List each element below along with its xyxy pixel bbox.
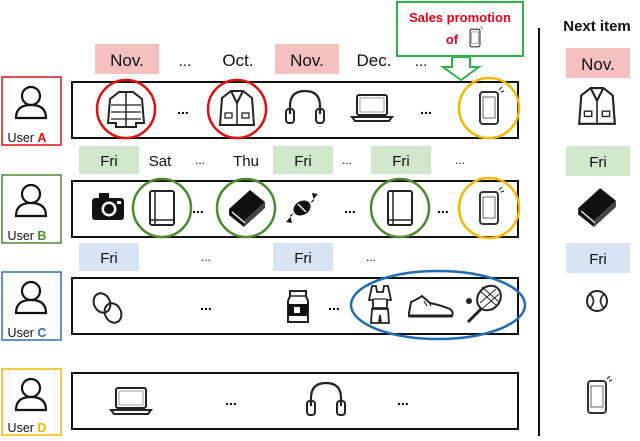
day-label: Fri [392, 153, 410, 170]
ellipsis: ... [328, 297, 340, 313]
day-labels-row-b: Fri Sat ... Thu Fri ... Fri ... [79, 146, 465, 174]
ellipsis: ... [437, 200, 449, 216]
user-d-label: User D [8, 421, 47, 435]
ellipsis: ... [455, 153, 465, 167]
month-labels-row-a: Nov. ... Oct. Nov. Dec. ... [95, 44, 427, 74]
next-item-header: Next item [563, 18, 631, 35]
day-label: Fri [100, 250, 118, 267]
highlight-circle [95, 78, 157, 140]
ellipsis: ... [342, 153, 352, 167]
user-d-row: User D ... ... [1, 368, 519, 436]
month-badge [95, 44, 159, 74]
month-label: Nov. [110, 51, 144, 70]
day-label: Fri [294, 153, 312, 170]
day-label: Fri [100, 153, 118, 170]
highlight-circle [131, 177, 193, 239]
user-c-frame [1, 271, 62, 341]
ellipsis: ... [177, 101, 189, 117]
promotion-line1: Sales promotion [409, 10, 511, 25]
sales-promotion-callout: Sales promotion of [396, 1, 524, 82]
highlight-ellipse [349, 269, 527, 341]
month-label: Nov. [290, 51, 324, 70]
user-c-row: User C ... ... [1, 269, 527, 341]
month-badge [566, 48, 630, 78]
sequence-box [71, 81, 519, 139]
month-label: Oct. [222, 51, 253, 70]
ellipsis: ... [397, 392, 409, 408]
month-badge [275, 44, 339, 74]
user-a-frame [1, 76, 62, 146]
ellipsis: ... [179, 53, 192, 70]
user-b-row: User B ... ... ... [1, 174, 521, 244]
day-label: Thu [233, 153, 259, 170]
day-badge [566, 243, 630, 273]
user-a-label: User A [8, 131, 47, 145]
day-badge [79, 243, 139, 271]
day-label: Fri [294, 250, 312, 267]
day-badge [273, 146, 333, 174]
user-b-frame [1, 174, 62, 244]
month-label: Dec. [357, 51, 392, 70]
promotion-arrow [439, 56, 483, 82]
ellipsis: ... [192, 200, 204, 216]
ellipsis: ... [344, 200, 356, 216]
ellipsis: ... [420, 101, 432, 117]
day-badge [371, 146, 431, 174]
day-label: Sat [149, 153, 172, 170]
highlight-circle [215, 177, 277, 239]
user-c-label: User C [8, 326, 47, 340]
sequence-box [71, 372, 519, 430]
ellipsis: ... [366, 250, 376, 264]
promotion-line2: of [446, 32, 459, 47]
ellipsis: ... [415, 53, 428, 70]
ellipsis: ... [200, 297, 212, 313]
user-a-row: User A ... ... [1, 76, 521, 146]
day-labels-row-c: Fri ... Fri ... [79, 243, 376, 271]
highlight-circle [457, 176, 521, 240]
day-label: Fri [589, 251, 607, 268]
ellipsis: ... [195, 153, 205, 167]
day-badge [566, 146, 630, 176]
user-b-label: User B [8, 229, 47, 243]
month-label: Nov. [581, 55, 615, 74]
highlight-circle [369, 177, 431, 239]
coat-icon [578, 87, 616, 125]
tennis-ball-icon [586, 290, 608, 312]
day-badge [79, 146, 139, 174]
highlight-circle [206, 78, 268, 140]
phone-icon [587, 375, 613, 414]
highlight-circle [457, 76, 521, 140]
day-badge [273, 243, 333, 271]
next-item-column: Nov. Fri Fri [566, 48, 630, 414]
ellipsis: ... [201, 250, 211, 264]
book-solid-icon [577, 187, 617, 228]
day-label: Fri [589, 154, 607, 171]
ellipsis: ... [225, 392, 237, 408]
